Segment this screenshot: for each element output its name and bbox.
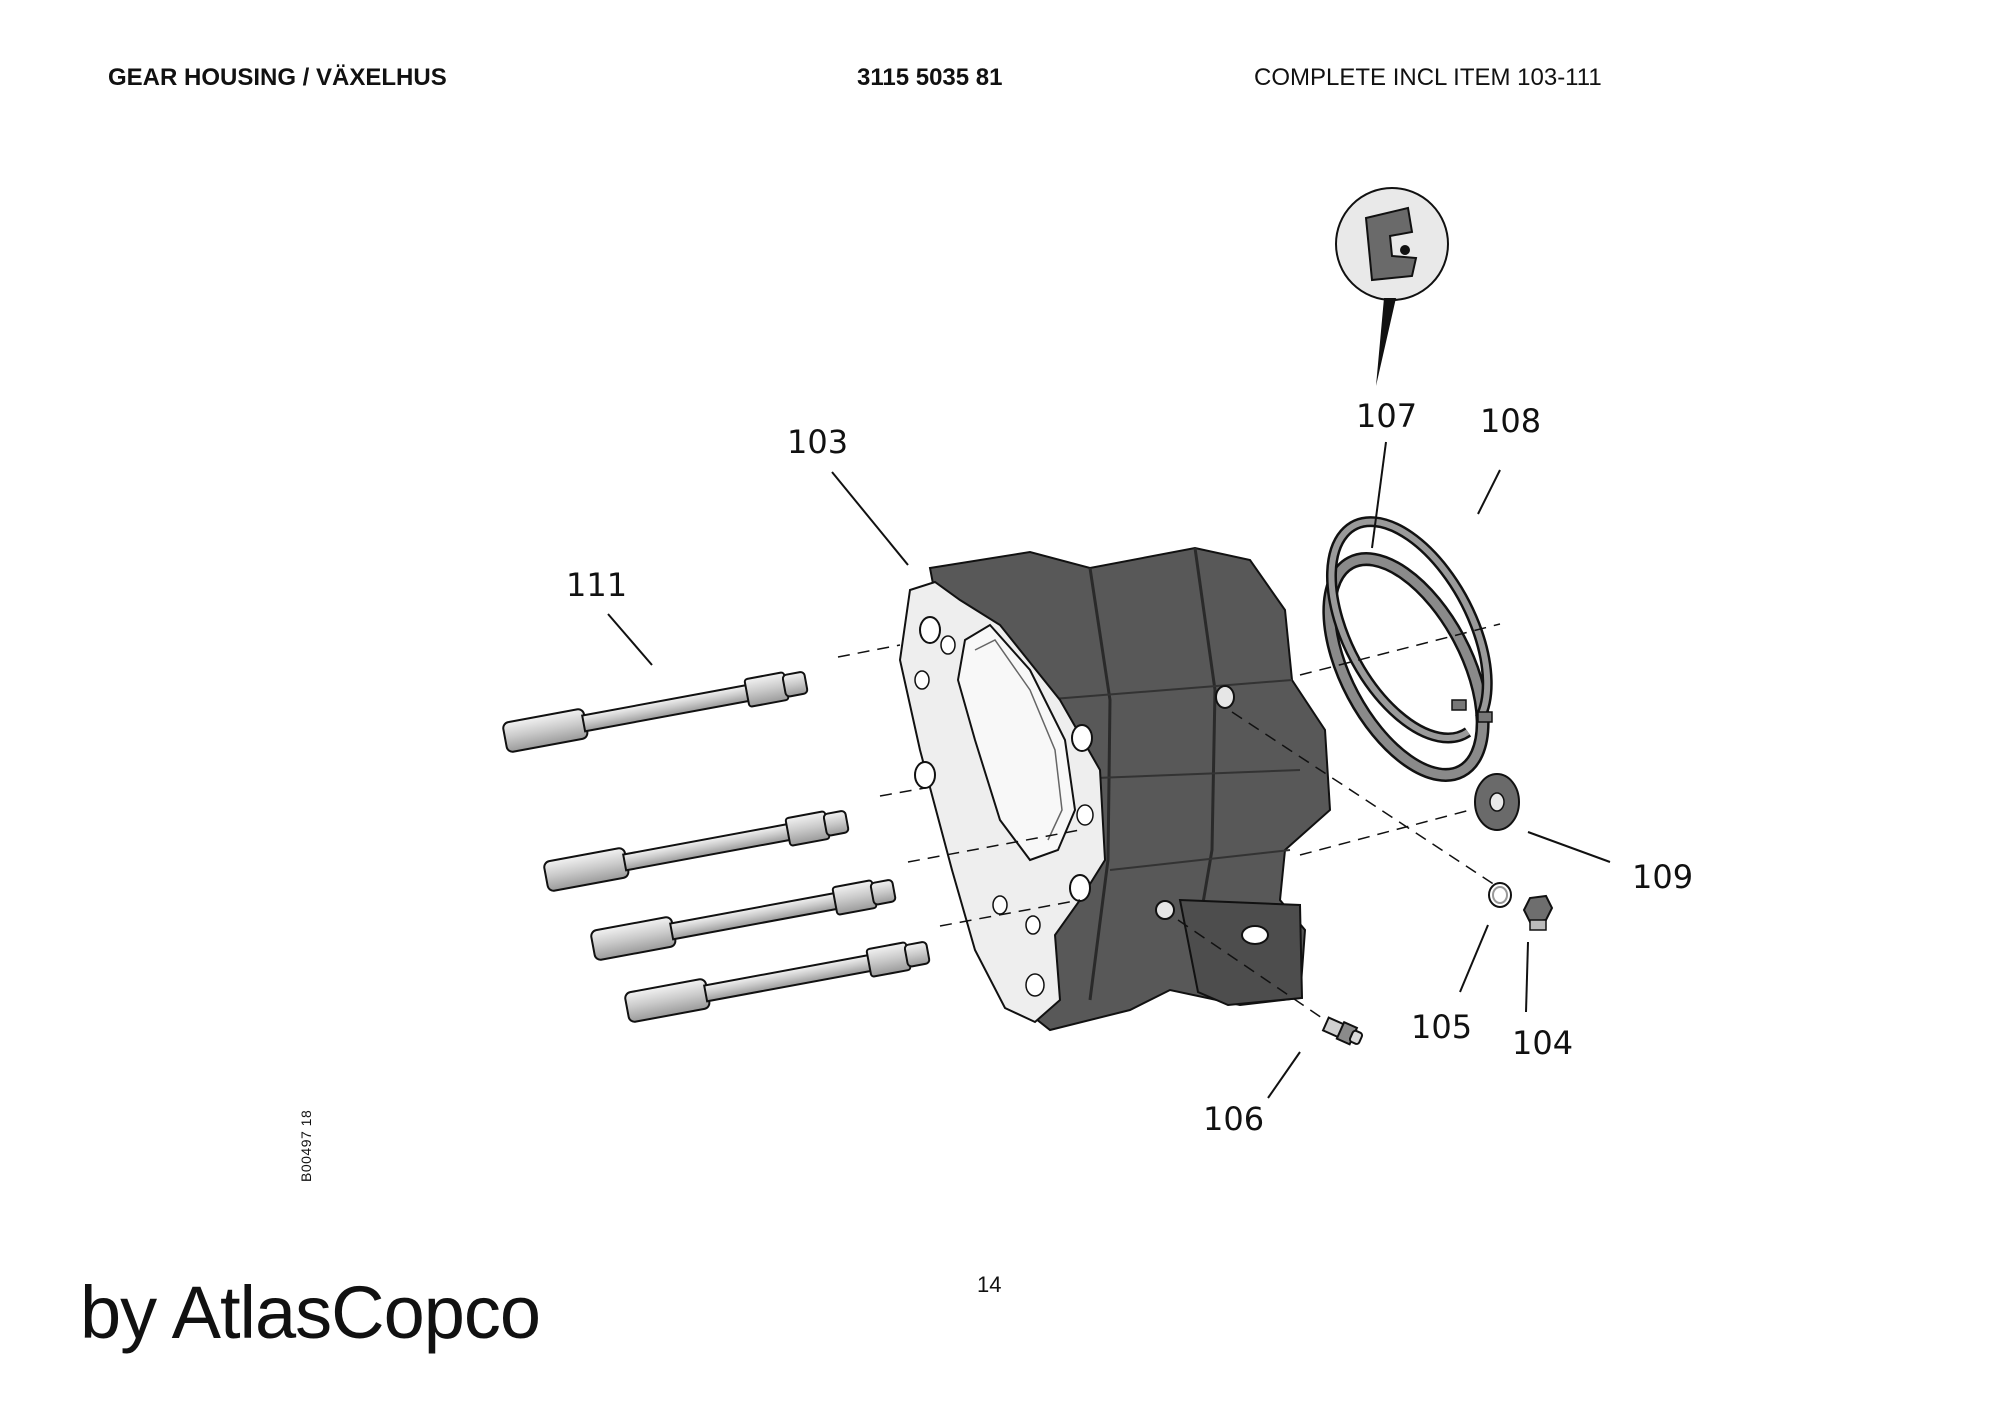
page-title: GEAR HOUSING / VÄXELHUS [108, 64, 447, 91]
alignment-lines [837, 623, 1501, 1019]
page-number: 14 [977, 1272, 1002, 1297]
callout-105: 105 [1411, 1008, 1472, 1046]
nipple-106 [1321, 1016, 1364, 1046]
gear-housing-103 [898, 546, 1332, 1032]
bolt-111-c [590, 879, 897, 961]
callout-103: 103 [787, 423, 848, 461]
bolt-111-b [543, 810, 850, 892]
seal-detail-bubble [1335, 187, 1449, 386]
completeness-note: COMPLETE INCL ITEM 103-111 [1254, 64, 1602, 91]
part-number: 3115 5035 81 [857, 64, 1003, 91]
o-ring-105 [1488, 882, 1512, 908]
callout-104: 104 [1512, 1024, 1573, 1062]
callout-107: 107 [1356, 397, 1417, 435]
bolt-111-a [502, 671, 809, 753]
callout-109: 109 [1632, 858, 1693, 896]
seal-ring-107 [1322, 552, 1490, 782]
bolt-111-d [624, 941, 931, 1023]
drawing-reference: B00497 18 [298, 1109, 314, 1182]
callout-111: 111 [566, 566, 627, 604]
callout-106: 106 [1203, 1100, 1264, 1138]
leader-lines [607, 441, 1611, 1099]
plug-109 [1474, 773, 1520, 831]
callout-108: 108 [1480, 402, 1541, 440]
plug-104 [1522, 894, 1554, 931]
brand-footer: by AtlasCopco [80, 1271, 541, 1354]
